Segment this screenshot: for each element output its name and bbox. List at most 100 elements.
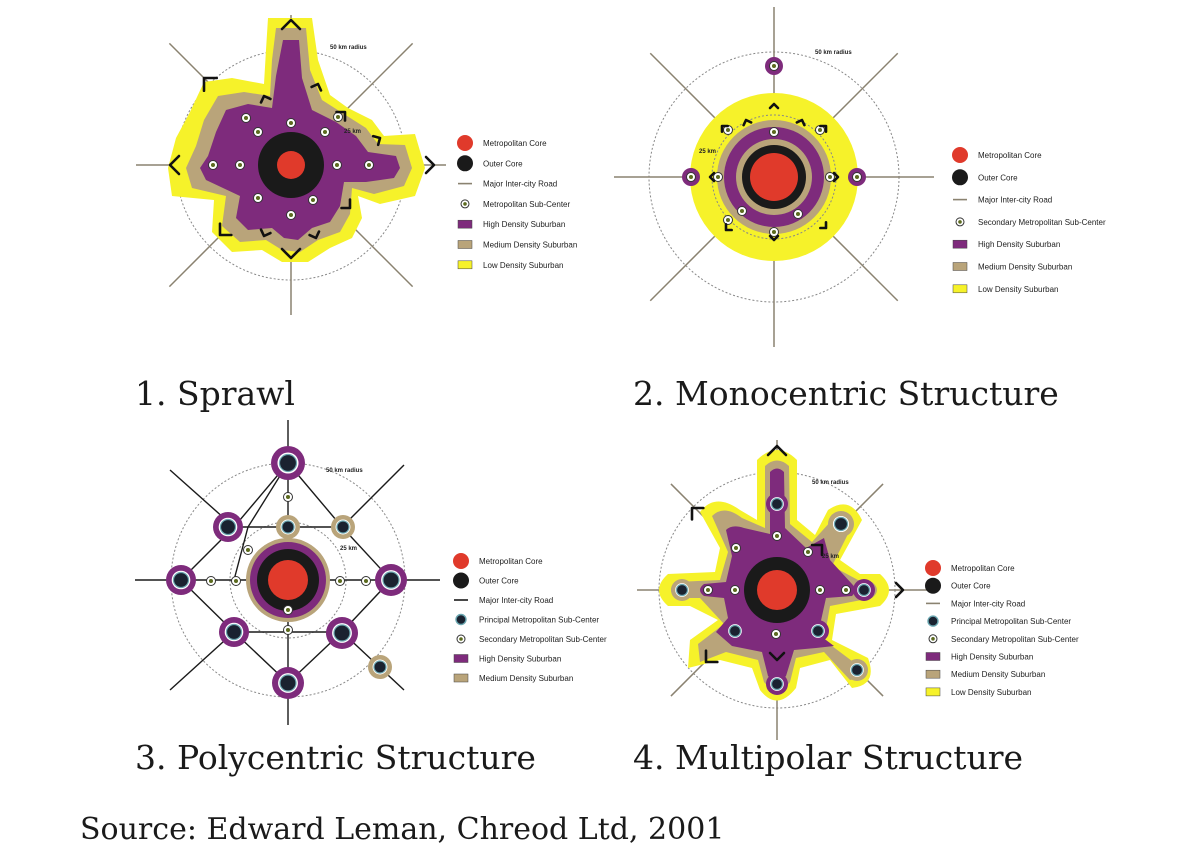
secondary-sub-center-dot <box>233 578 239 584</box>
growth-arrow-icon <box>259 94 272 104</box>
secondary-sub-center-dot <box>285 494 291 500</box>
secondary-sub-center-dot <box>366 162 372 168</box>
secondary-sub-center-dot <box>774 533 780 539</box>
growth-arrow-icon <box>768 234 780 242</box>
legend-outer-core-icon <box>952 169 968 186</box>
secondary-sub-center-dot <box>733 545 739 551</box>
legend-medium-density-swatch <box>457 240 473 249</box>
secondary-sub-center-dot <box>337 578 343 584</box>
growth-arrow-icon <box>724 223 733 232</box>
legend-label: Metropolitan Core <box>483 139 547 148</box>
principal-sub-center-icon <box>333 624 351 642</box>
principal-sub-center-icon <box>770 677 784 691</box>
growth-arrow-icon <box>308 230 321 240</box>
secondary-sub-center-dot <box>255 129 261 135</box>
growth-arrow-icon <box>168 154 181 176</box>
growth-arrow-icon <box>720 124 729 133</box>
label-50km-radius: 50 km radius <box>815 50 852 56</box>
secondary-sub-center-dot <box>335 114 341 120</box>
growth-arrow-icon <box>424 155 436 175</box>
growth-arrow-icon <box>259 228 272 238</box>
growth-arrow-icon <box>819 221 828 230</box>
secondary-sub-center-dot <box>237 162 243 168</box>
secondary-sub-center-dot <box>285 607 291 613</box>
legend-label: Outer Core <box>479 577 519 586</box>
growth-arrow-icon <box>371 134 382 147</box>
secondary-sub-center-dot <box>688 174 694 180</box>
legend-low-density-swatch <box>925 687 941 697</box>
legend-label: Major Inter-city Road <box>951 599 1025 608</box>
secondary-sub-center-dot <box>771 129 777 135</box>
secondary-sub-center-dot <box>817 127 823 133</box>
principal-sub-center-icon <box>373 660 387 674</box>
growth-arrow-icon <box>690 506 705 521</box>
secondary-sub-center-dot <box>773 631 779 637</box>
legend-label: Outer Core <box>483 159 523 168</box>
principal-sub-center-icon <box>279 674 297 692</box>
legend-medium-density-swatch <box>925 669 941 679</box>
legend-label: Medium Density Suburban <box>483 241 577 250</box>
legend-core-icon <box>952 147 968 163</box>
principal-sub-center-icon <box>172 571 190 589</box>
inter-city-road <box>341 464 405 528</box>
secondary-sub-center-dot <box>705 587 711 593</box>
secondary-sub-center-dot <box>288 120 294 126</box>
legend-label: Principal Metropolitan Sub-Center <box>951 617 1071 626</box>
principal-sub-center-icon <box>281 520 295 534</box>
legend-label: Low Density Suburban <box>978 285 1059 294</box>
principal-sub-center-icon <box>675 583 689 597</box>
caption-monocentric: 2. Monocentric Structure <box>633 374 1059 413</box>
legend-label: Medium Density Suburban <box>951 670 1045 679</box>
caption-polycentric: 3. Polycentric Structure <box>135 738 536 777</box>
legend-label: Medium Density Suburban <box>479 674 573 683</box>
secondary-sub-center-dot <box>463 202 467 206</box>
monocentric-diagram: 50 km radius 25 km <box>614 7 934 347</box>
label-25km: 25 km <box>699 149 716 155</box>
growth-arrow-icon <box>768 102 780 110</box>
legend-outer-core-icon <box>453 572 469 589</box>
secondary-sub-center-dot <box>245 547 251 553</box>
principal-sub-center-icon <box>382 571 400 589</box>
secondary-sub-center-dot <box>255 195 261 201</box>
legend-label: High Density Suburban <box>978 240 1060 249</box>
secondary-sub-center-dot <box>854 174 860 180</box>
legend-label: Secondary Metropolitan Sub-Center <box>978 218 1106 227</box>
growth-arrow-icon <box>202 76 219 93</box>
caption-sprawl: 1. Sprawl <box>135 374 295 413</box>
growth-arrow-icon <box>280 18 302 31</box>
principal-sub-center-icon <box>811 624 825 638</box>
growth-arrow-icon <box>704 649 719 664</box>
caption-multipolar: 4. Multipolar Structure <box>633 738 1024 777</box>
legend-label: Metropolitan Core <box>978 151 1042 160</box>
growth-arrow-icon <box>795 118 806 127</box>
secondary-sub-center-dot <box>243 115 249 121</box>
growth-arrow-icon <box>766 444 788 457</box>
principal-sub-center-icon <box>225 623 243 641</box>
metropolitan-core <box>757 570 797 610</box>
secondary-sub-center-dot <box>210 162 216 168</box>
growth-arrow-icon <box>819 124 828 133</box>
secondary-sub-center-dot <box>459 637 463 641</box>
metropolitan-core <box>268 560 308 600</box>
secondary-sub-center-dot <box>817 587 823 593</box>
principal-sub-center-icon <box>850 663 864 677</box>
growth-arrow-icon <box>340 198 352 210</box>
legend-high-density-swatch <box>457 219 473 229</box>
source-citation: Source: Edward Leman, Chreod Ltd, 2001 <box>80 812 725 847</box>
secondary-sub-center-dot <box>771 229 777 235</box>
legend-label: Major Inter-city Road <box>978 196 1052 205</box>
legend-label: Major Inter-city Road <box>483 180 557 189</box>
metropolitan-core <box>277 151 305 179</box>
secondary-sub-center-dot <box>725 127 731 133</box>
secondary-sub-center-dot <box>288 212 294 218</box>
growth-arrow-icon <box>310 82 323 92</box>
legend-label: Medium Density Suburban <box>978 263 1072 272</box>
principal-sub-center-icon <box>278 453 298 473</box>
legend-medium-density-swatch <box>952 262 968 271</box>
secondary-sub-center-dot <box>322 129 328 135</box>
legend-label: Principal Metropolitan Sub-Center <box>479 616 599 625</box>
principal-sub-center-icon <box>833 516 849 532</box>
